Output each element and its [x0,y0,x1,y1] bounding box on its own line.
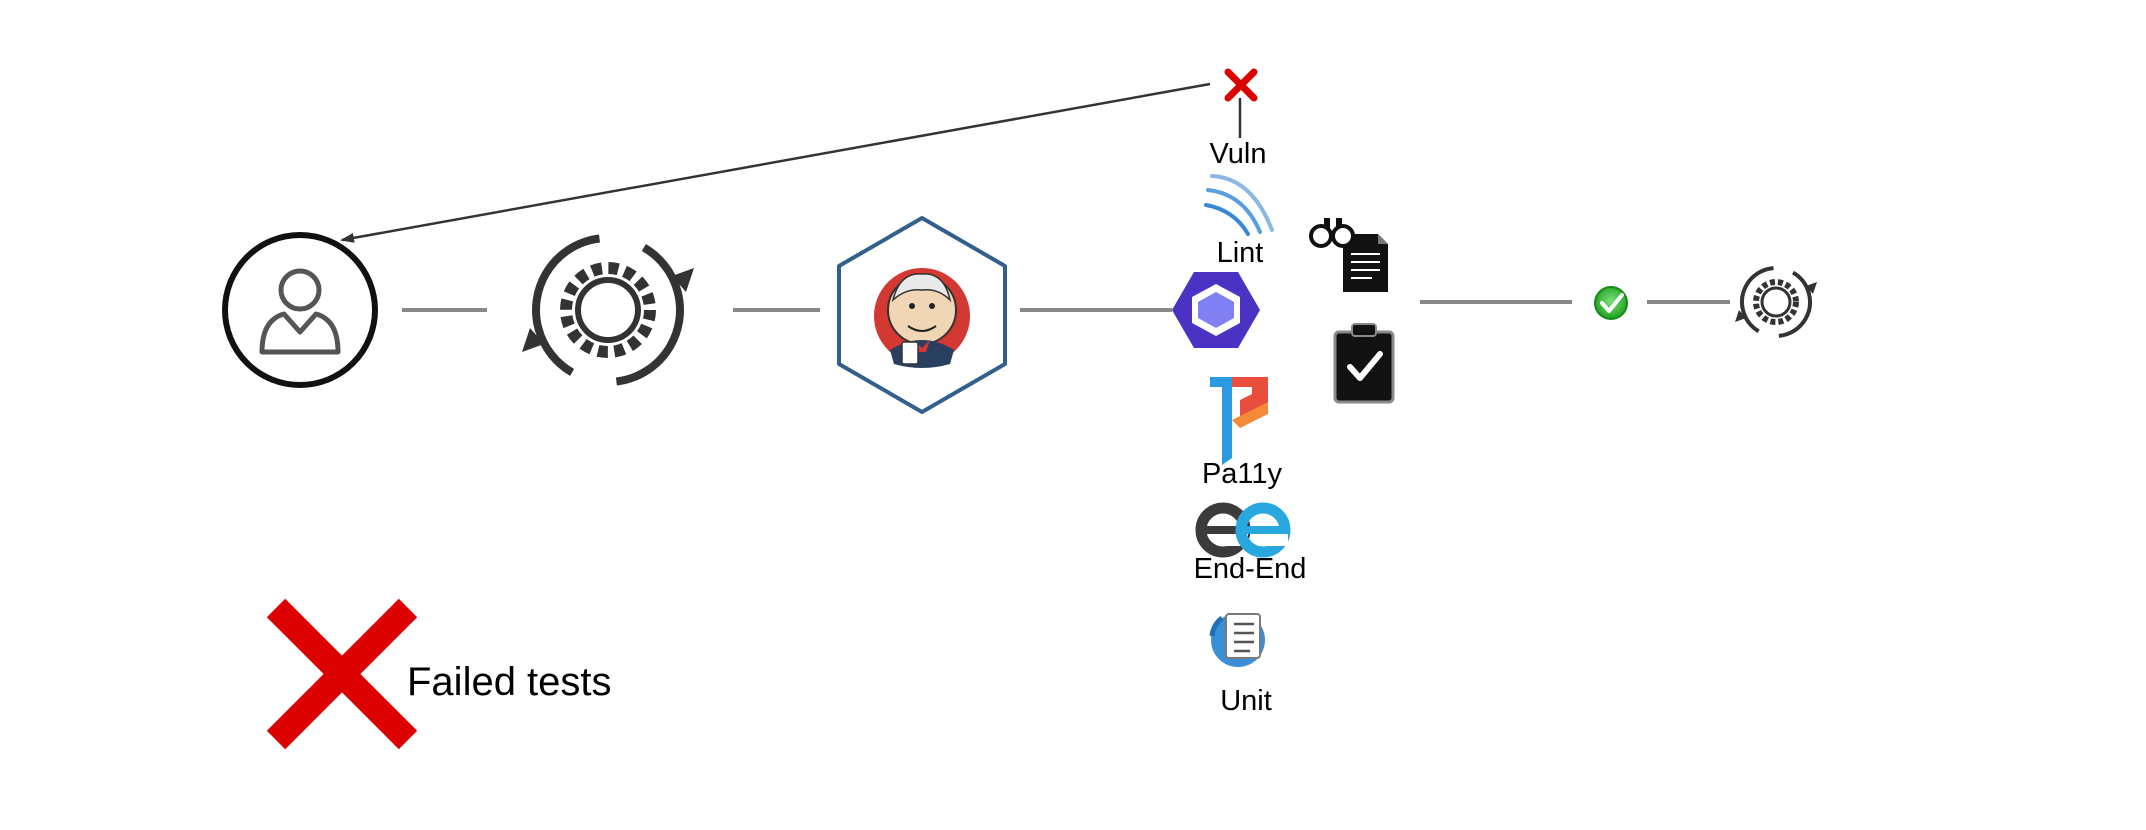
red-x-icon [1224,68,1258,102]
small-gear-cycle-icon [1735,266,1817,338]
legend: Failed tests [266,598,612,750]
eslint-hexagon-icon [1172,272,1260,348]
test-label-vuln: Vuln [1210,138,1267,170]
test-label-end-end: End-End [1194,553,1307,585]
legend-label: Failed tests [407,660,612,704]
pipeline-connectors [402,300,1730,312]
wifi-signal-icon [1204,174,1274,236]
test-label-pa11y: Pa11y [1202,458,1283,490]
large-red-x-icon [266,598,418,750]
unit-checklist-icon [1209,613,1265,667]
ee-logo-icon [1195,502,1291,558]
jenkins-butler-icon [837,216,1007,414]
test-label-lint: Lint [1217,237,1264,269]
clipboard-check-icon [1333,323,1395,404]
pa11y-logo-icon [1210,377,1268,465]
test-label-unit: Unit [1220,685,1272,717]
user-icon [222,232,378,388]
failure-feedback-arrow [340,82,1211,243]
green-check-icon [1594,286,1628,320]
inspect-document-icon [1309,218,1388,292]
gear-cycle-icon [522,234,694,386]
